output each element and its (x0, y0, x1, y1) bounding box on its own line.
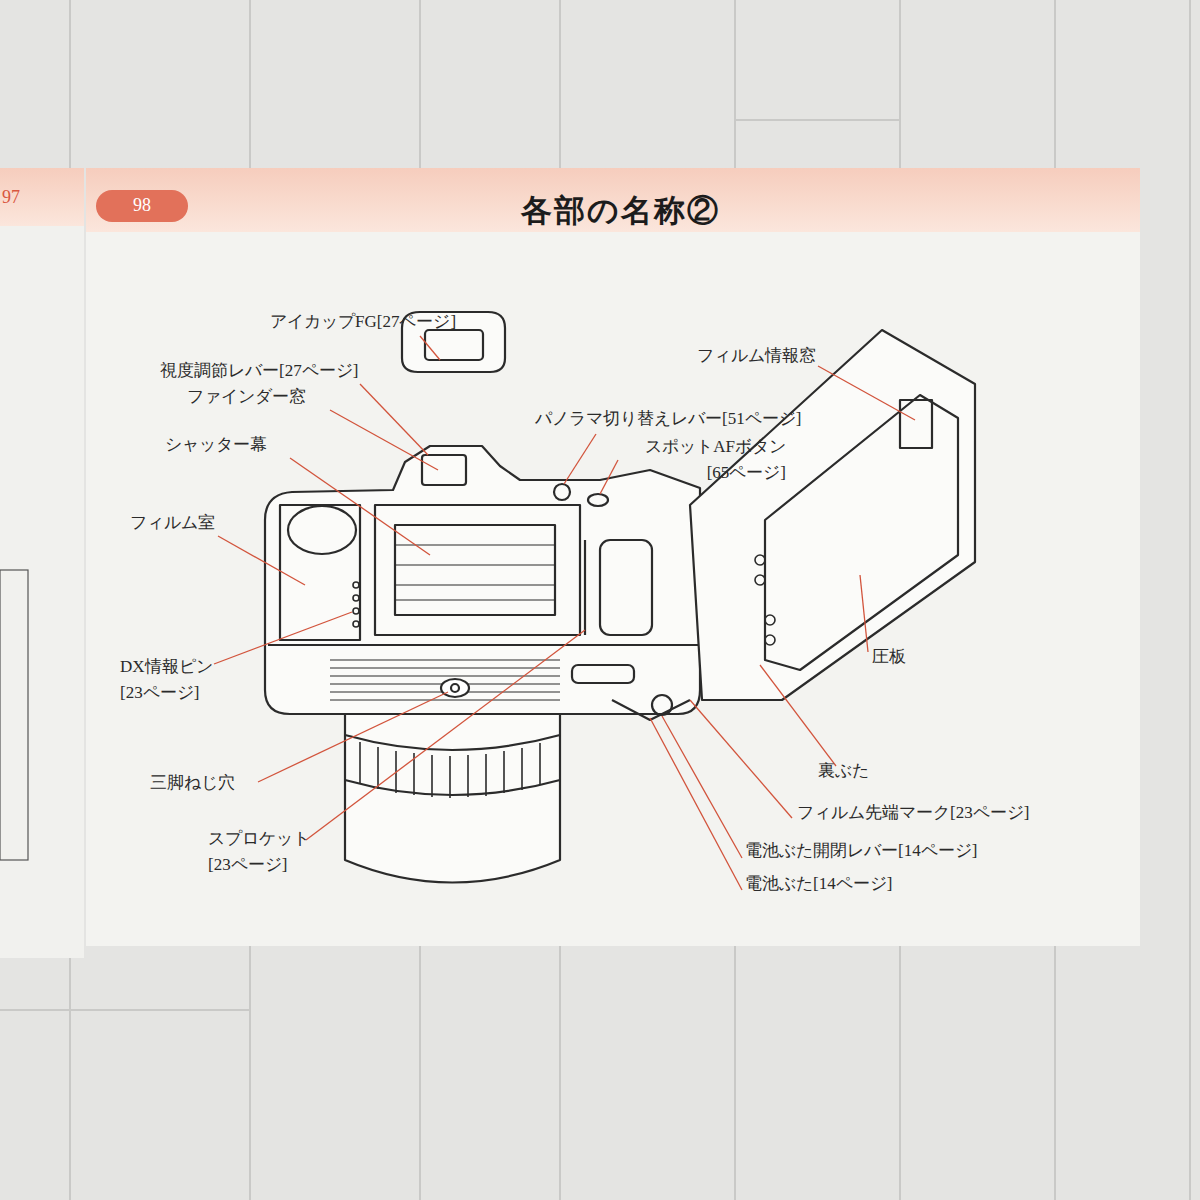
part-label: フィルム情報窓 (697, 343, 816, 369)
battery-cover (612, 700, 690, 720)
shutter-curtain (395, 525, 555, 615)
lens-grip-ridges (360, 742, 540, 798)
left-header-band (0, 168, 84, 226)
part-label: 電池ぶた開閉レバー[14ページ] (745, 838, 977, 864)
film-chamber (280, 505, 360, 640)
part-label: ファインダー窓 (187, 384, 306, 410)
part-label: 圧板 (872, 644, 906, 670)
battery-lever (652, 695, 672, 715)
part-label: スプロケット [23ページ] (208, 826, 312, 878)
film-cartridge-space (288, 506, 356, 554)
take-up-spool (600, 540, 652, 635)
back-door (690, 330, 975, 700)
bottom-plate-edge (268, 644, 698, 646)
part-label: フィルム先端マーク[23ページ] (797, 800, 1029, 826)
part-label: シャッター幕 (165, 432, 267, 458)
tripod-socket (441, 679, 469, 697)
pressure-plate (765, 395, 958, 670)
eyecup-window (425, 330, 483, 360)
panorama-lever (554, 484, 570, 500)
camera-body (265, 446, 700, 714)
part-label: スポットAFボタン [65ページ] (600, 434, 786, 486)
part-label: DX情報ピン [23ページ] (120, 654, 220, 706)
part-label: パノラマ切り替えレバー[51ページ] (535, 406, 801, 432)
part-label: アイカップFG[27ページ] (270, 309, 456, 335)
part-label: 三脚ねじ穴 (150, 770, 235, 796)
part-label: 電池ぶた[14ページ] (745, 871, 892, 897)
spot-af-button (588, 494, 608, 506)
part-label: 裏ぶた (818, 758, 869, 784)
part-label: フィルム室 (130, 510, 215, 536)
page-title: 各部の名称② (0, 190, 1200, 232)
page-number: 97 (2, 184, 62, 210)
film-gate (375, 505, 580, 635)
page-number-oval (96, 190, 188, 222)
left-page (0, 168, 84, 958)
shutter-blades (395, 545, 555, 600)
film-info-window (900, 400, 932, 448)
dx-pins (353, 582, 359, 627)
right-page (86, 168, 1140, 946)
door-rollers (755, 555, 775, 645)
finder-window (422, 455, 466, 485)
left-page-box (0, 570, 28, 860)
lens-barrel (345, 712, 560, 883)
page-number: 98 (96, 192, 188, 218)
sprocket (584, 540, 586, 635)
tripod-socket-hole (451, 684, 459, 692)
bottom-slot (572, 665, 634, 683)
part-label: 視度調節レバー[27ページ] (160, 358, 358, 384)
